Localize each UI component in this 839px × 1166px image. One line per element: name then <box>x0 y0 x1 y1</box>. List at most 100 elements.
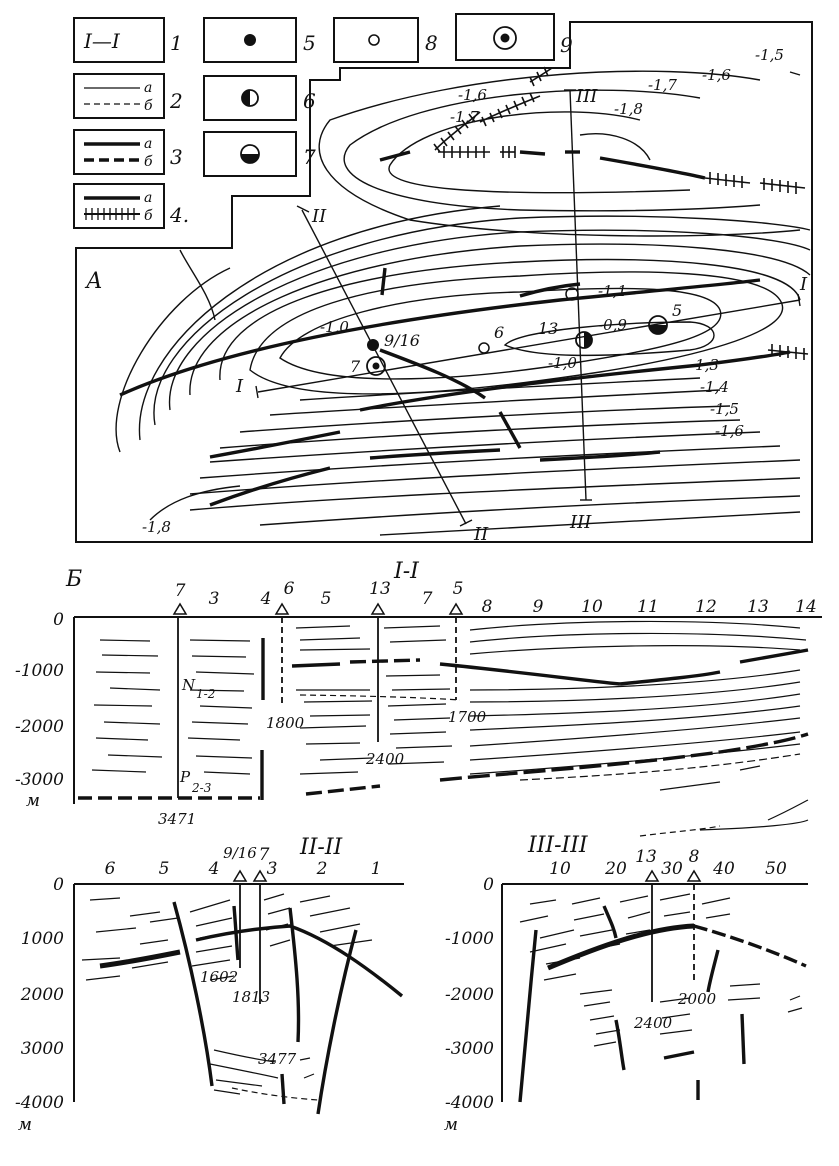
legend-4b: б <box>144 208 153 224</box>
ytick-label: -4000 <box>445 1093 494 1113</box>
legend-num-2: 2 <box>169 89 183 113</box>
depth-label: 1700 <box>448 708 487 726</box>
section-strata <box>91 620 809 831</box>
section-line-II <box>301 209 467 525</box>
section-wells <box>651 884 695 1002</box>
legend-well-producing-icon <box>244 34 256 46</box>
well-number: 9 <box>533 597 544 617</box>
well-number: 50 <box>765 859 787 879</box>
legend: I—I 1 а б 2 а б 3 а б 4. 5 6 <box>73 13 573 229</box>
well-number: 4 <box>260 589 272 609</box>
section-well-numbers: 10 20 13 30 8 40 50 <box>549 847 787 879</box>
legend-bottom-fill <box>241 154 259 163</box>
map-well-6-icon <box>478 342 490 354</box>
legend-3b: б <box>144 154 153 170</box>
well-number: 7 <box>259 845 270 865</box>
ytick-label: -2000 <box>445 985 494 1005</box>
contour-label: -1,6 <box>702 66 731 84</box>
well-number: 1 <box>371 859 382 879</box>
section-faults <box>518 905 807 1103</box>
well-number: 12 <box>695 597 717 617</box>
legend-box-5 <box>203 17 297 63</box>
contour-label: -1,5 <box>710 400 739 418</box>
section-label: I <box>799 274 808 295</box>
ytick-label: 1000 <box>21 929 64 949</box>
well-number: 10 <box>549 859 571 879</box>
stratum-label: 2-3 <box>191 781 212 795</box>
well-number: 6 <box>284 579 295 599</box>
section-panel-label: Б <box>65 567 82 592</box>
well-number: 9/16 <box>223 844 257 862</box>
legend-num-5: 5 <box>303 31 316 55</box>
legend-box-8 <box>333 17 419 63</box>
well-number: 11 <box>637 597 659 617</box>
contour-label: -1,7 <box>450 108 479 126</box>
contour-label: -1,5 <box>755 46 784 64</box>
well-number: 4 <box>208 859 220 879</box>
ytick-label: -1000 <box>15 661 64 681</box>
well-number: 14 <box>795 597 817 617</box>
legend-box-6 <box>203 75 297 121</box>
depth-label: 1813 <box>232 988 270 1006</box>
legend-2a: а <box>144 80 152 96</box>
contour-label: -1,8 <box>142 518 171 536</box>
well-label: 6 <box>494 323 504 342</box>
ytick-label: -3000 <box>445 1039 494 1059</box>
section-wells <box>239 884 261 1004</box>
contour-label: -1,1 <box>598 282 627 300</box>
well-number: 10 <box>581 597 603 617</box>
legend-half-fill <box>242 90 250 106</box>
section-yticks: 0 -1000 -2000 -3000 -4000 м <box>444 875 494 1135</box>
section-I-labels: N 1-2 P 2-3 1800 2400 1700 3471 <box>158 676 487 828</box>
legend-3a: а <box>144 136 152 152</box>
map-frame <box>75 21 813 543</box>
well-number: 30 <box>661 859 683 879</box>
ytick-label: -1000 <box>445 929 494 949</box>
map-well-7-ring-icon <box>366 356 386 376</box>
legend-section-line-label: I—I <box>83 29 121 53</box>
section-label: II <box>473 524 489 545</box>
legend-4a: а <box>144 190 152 206</box>
legend-well-empty-icon <box>368 34 380 46</box>
section-well-markers <box>644 869 702 882</box>
well-number: 6 <box>105 859 116 879</box>
map-wells <box>366 287 668 376</box>
structure-map: А -1,5 -1,6 -1,7 -1,6 -1,8 -1,7 -1,1 -1,… <box>75 21 813 545</box>
map-well-8-icon <box>565 287 579 301</box>
legend-num-1: 1 <box>170 31 183 55</box>
legend-box-4 <box>73 183 165 229</box>
section-yticks: 0 -1000 -2000 -3000 м <box>15 610 64 811</box>
well-label: 7 <box>350 357 361 376</box>
well-number: 5 <box>321 589 332 609</box>
well-number: 13 <box>369 579 391 599</box>
map-hatched-boundaries <box>433 66 809 360</box>
well-label: 13 <box>538 319 558 338</box>
contour-label: -1,7 <box>648 76 677 94</box>
section-label: III <box>575 86 598 107</box>
ytick-label: 0 <box>483 875 494 895</box>
section-well-markers <box>232 869 268 882</box>
main-contours <box>115 205 811 453</box>
well-number: 7 <box>175 581 186 601</box>
legend-well-ring-icon <box>493 26 517 50</box>
ytick-unit: м <box>18 1115 32 1135</box>
ytick-unit: м <box>26 791 40 811</box>
contour-label: -1,4 <box>700 378 729 396</box>
contour-label: -1,6 <box>458 86 487 104</box>
stratum-label: 1-2 <box>196 687 215 701</box>
section-line-I <box>257 299 801 393</box>
section-II-II: II-II 0 1000 2000 3000 -4000 м 6 5 4 9/1… <box>15 835 404 1135</box>
contour-label: -1,3 <box>690 356 719 374</box>
well-number: 8 <box>689 847 700 867</box>
legend-num-9: 9 <box>560 33 573 57</box>
ytick-label: 2000 <box>20 985 64 1005</box>
section-label: II <box>311 206 327 227</box>
legend-hatch-ticks <box>85 208 135 220</box>
section-III-III: III-III 0 -1000 -2000 -3000 -4000 м 10 2… <box>444 825 808 1135</box>
contour-label: -1,8 <box>614 100 643 118</box>
ytick-label: -2000 <box>15 717 64 737</box>
section-well-numbers: 7 3 4 6 5 13 7 5 8 9 10 11 12 13 14 <box>175 579 817 617</box>
section-II-labels: 1602 1813 3477 <box>200 968 297 1068</box>
well-number: 13 <box>635 847 657 867</box>
